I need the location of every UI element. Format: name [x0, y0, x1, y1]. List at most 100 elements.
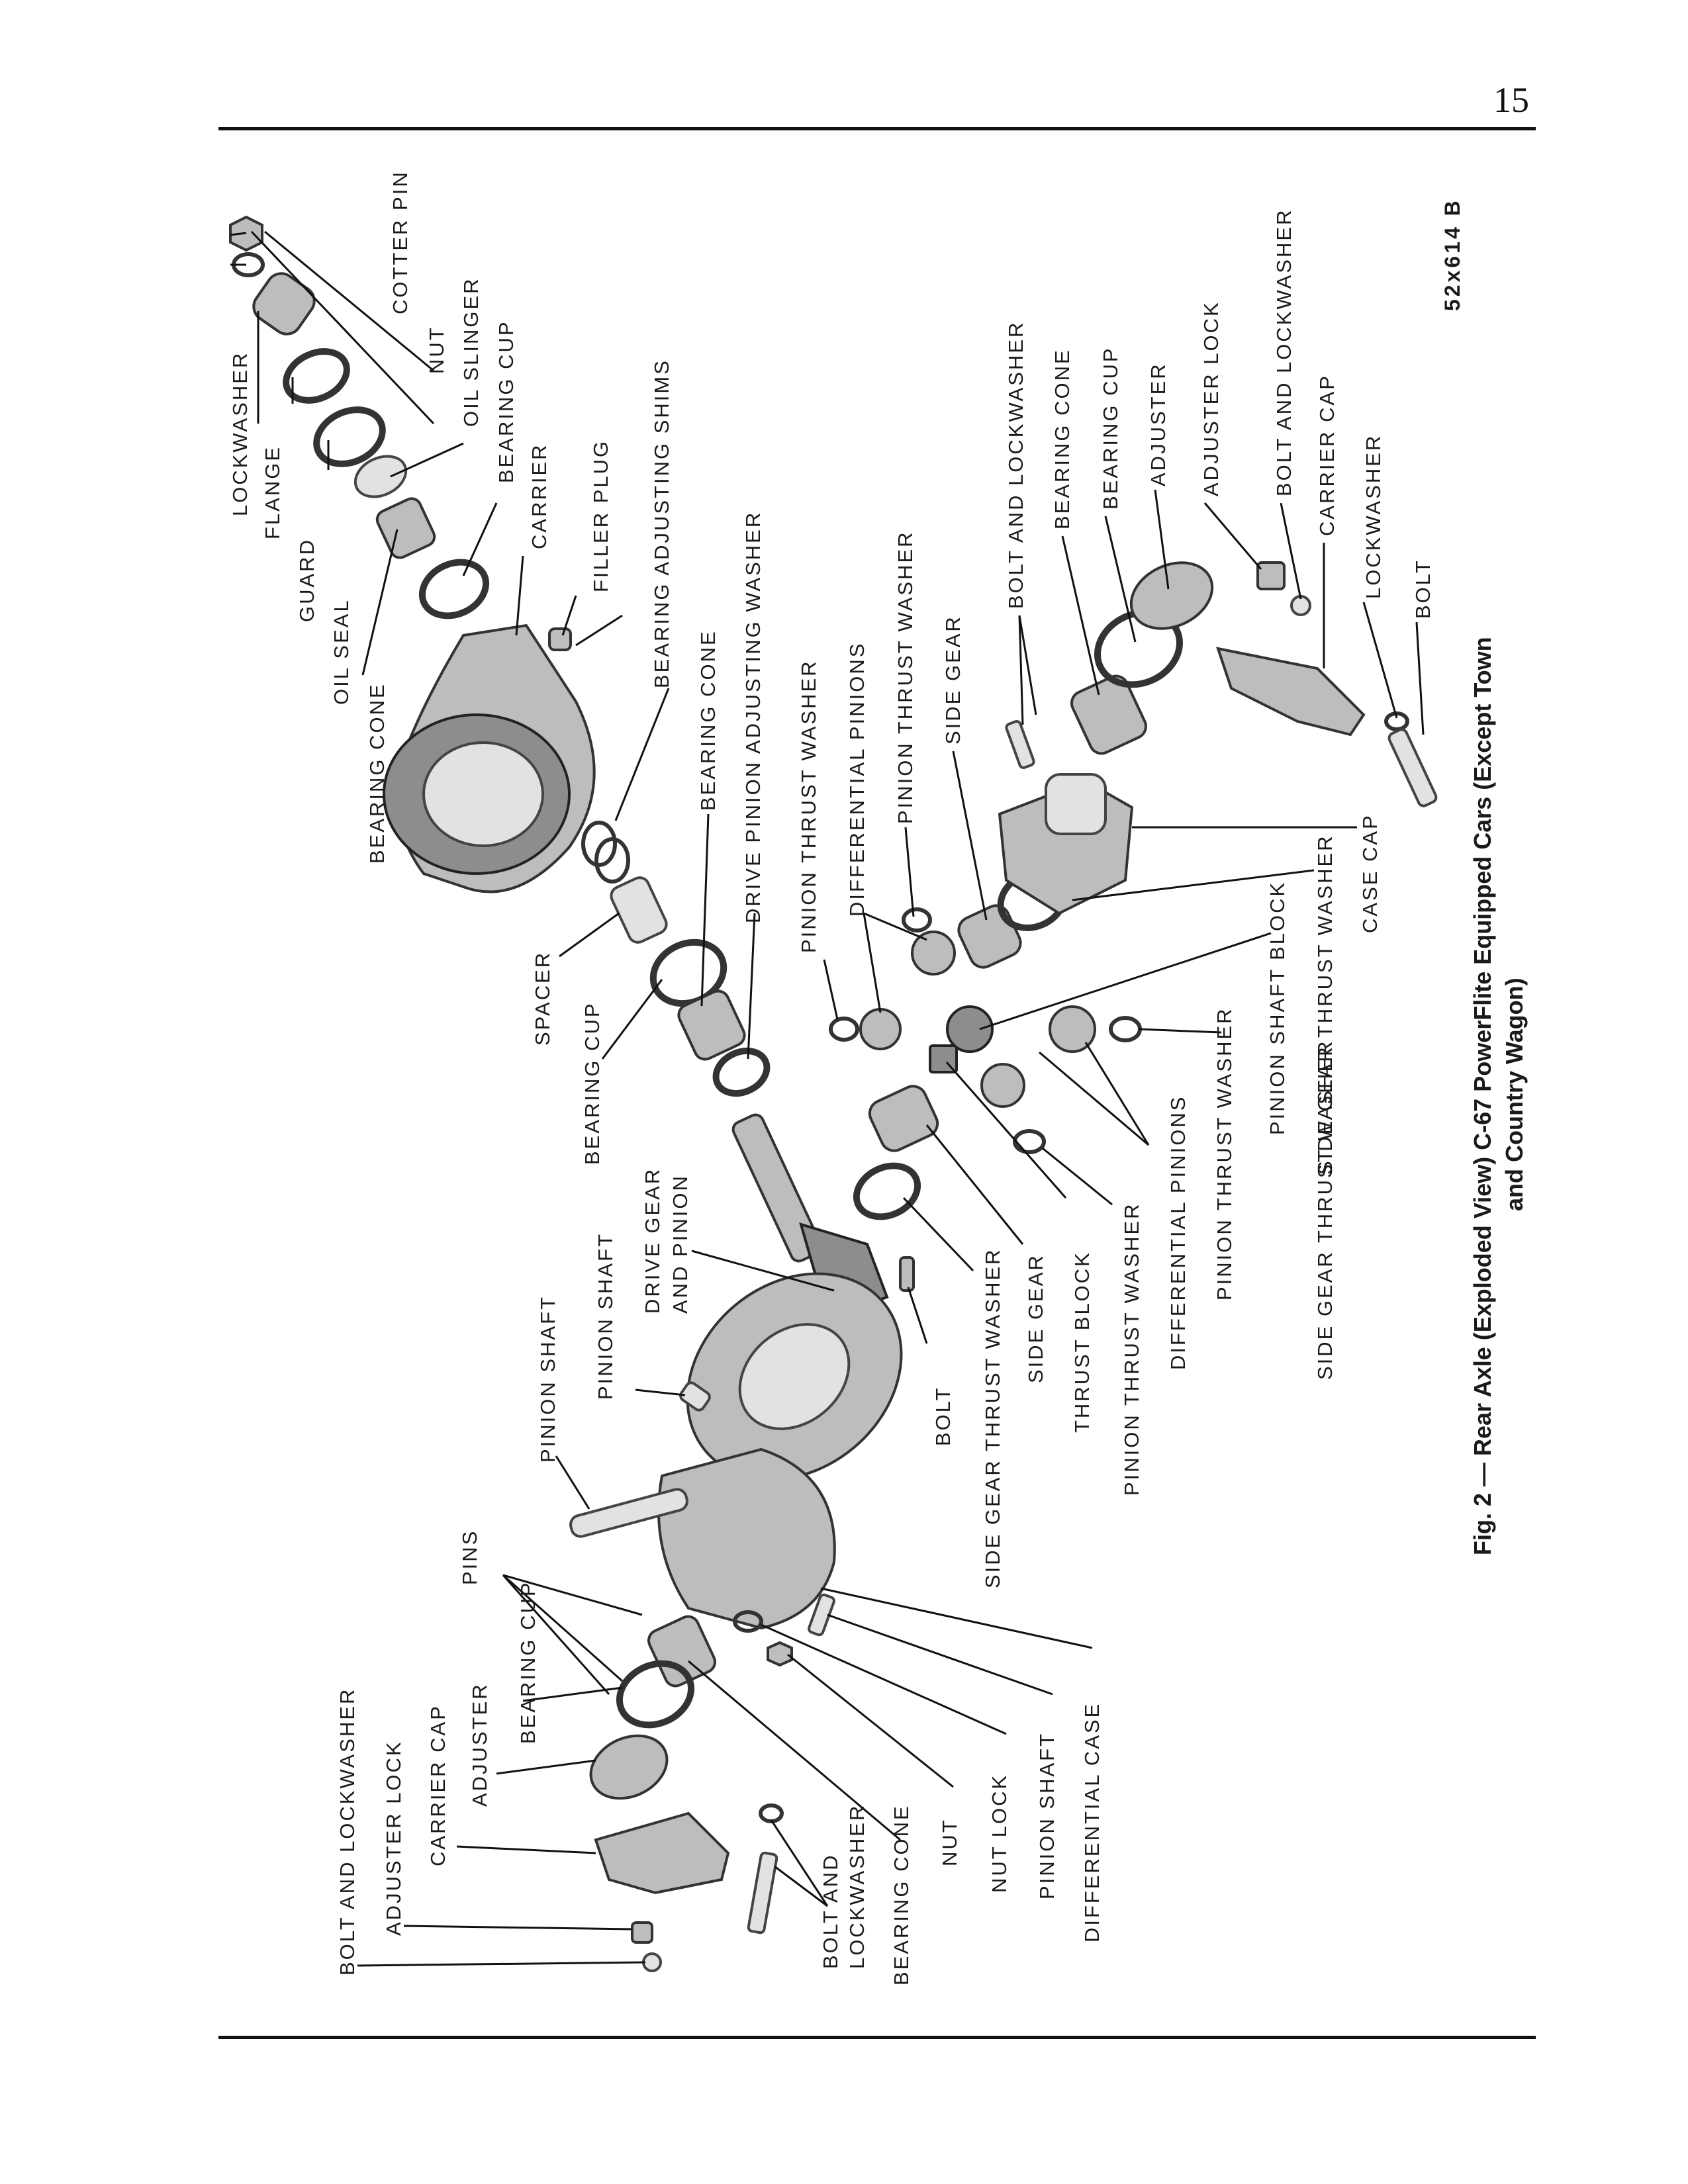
label-flange: FLANGE	[261, 445, 284, 539]
bolt-r-part	[1387, 728, 1438, 807]
figure-caption-line2: and Country Wagon)	[1501, 978, 1528, 1211]
page-number: 15	[1493, 80, 1529, 120]
label-oil-seal: OIL SEAL	[330, 598, 353, 705]
adjuster-lock-r-part	[1256, 561, 1286, 590]
differential-pinion-b-part	[911, 931, 956, 976]
spacer-part	[610, 876, 668, 944]
label-thrust-block: THRUST BLOCK	[1070, 1251, 1094, 1433]
label-bolt-and-lockwasher-r: BOLT AND LOCKWASHER	[1004, 321, 1027, 609]
adjuster-r-part	[1129, 561, 1214, 630]
pinion-thrust-washer-b-part	[902, 907, 932, 933]
label-carrier: CARRIER	[528, 443, 551, 549]
differential-pinion-lower-part	[980, 1063, 1025, 1108]
label-bearing-cone-top: BEARING CONE	[365, 682, 389, 864]
bearing-adjusting-shims-part	[581, 821, 617, 867]
figure-id: 52x614 B	[1440, 198, 1464, 311]
bearing-cone-mid-part	[677, 989, 746, 1061]
label-nut-lock: NUT LOCK	[988, 1774, 1011, 1893]
label-pinion-shaft-1: PINION SHAFT	[594, 1232, 617, 1400]
drive-pinion-adjusting-washer-part	[712, 1047, 771, 1097]
label-bearing-adjusting-shims: BEARING ADJUSTING SHIMS	[650, 359, 673, 688]
label-bearing-cone-r: BEARING CONE	[1051, 348, 1074, 529]
label-bolt-and-lockwasher-l: BOLT AND LOCKWASHER	[336, 1688, 359, 1976]
label-case-cap: CASE CAP	[1358, 813, 1382, 933]
label-guard: GUARD	[295, 538, 318, 622]
label-adjuster-l: ADJUSTER	[468, 1682, 491, 1807]
label-carrier-cap-l: CARRIER CAP	[426, 1704, 449, 1866]
label-nut-top: NUT	[425, 326, 448, 374]
label-side-gear-thrust-washer-2: SIDE GEAR THRUST WASHER	[981, 1248, 1004, 1588]
label-differential-case: DIFFERENTIAL CASE	[1080, 1702, 1103, 1942]
pinion-thrust-washer-c-part	[1109, 1016, 1142, 1042]
label-side-gear-thrust-washer-r: SIDE GEAR THRUST WASHER	[1313, 834, 1336, 1175]
label-bolt-r: BOLT	[1411, 559, 1434, 619]
adjuster-lock-l-part	[631, 1921, 653, 1944]
label-side-gear-2: SIDE GEAR	[1024, 1253, 1047, 1383]
bolt-lockwasher-r2-part	[1290, 595, 1311, 616]
bolt-lockwasher-mid-part	[747, 1851, 778, 1934]
label-bolt-and-line1: BOLT AND	[819, 1854, 842, 1969]
label-nut-l: NUT	[938, 1818, 961, 1866]
label-bolt-and-line2: LOCKWASHER	[845, 1804, 868, 1969]
footer-rule	[218, 2036, 1536, 2039]
bearing-cup-r-part	[1094, 609, 1184, 688]
label-cotter-pin: COTTER PIN	[389, 170, 412, 314]
label-bolt-and-lockwasher-r2: BOLT AND LOCKWASHER	[1272, 208, 1295, 496]
side-gear-lower-part	[868, 1085, 939, 1152]
label-differential-pinions-1: DIFFERENTIAL PINIONS	[845, 642, 868, 917]
label-adjuster-r: ADJUSTER	[1147, 362, 1170, 486]
label-bearing-cone-l: BEARING CONE	[890, 1804, 913, 1985]
label-pinion-thrust-washer-3: PINION THRUST WASHER	[1213, 1007, 1236, 1300]
label-differential-pinions-2: DIFFERENTIAL PINIONS	[1166, 1095, 1190, 1370]
ring-gear-bore	[738, 1323, 851, 1430]
bearing-cone-r-part	[1070, 674, 1147, 755]
parts-illustration	[229, 215, 1438, 1972]
pinion-thrust-washer-lower-part	[1013, 1129, 1046, 1154]
label-bearing-cone-mid: BEARING CONE	[696, 629, 720, 811]
adjuster-l-part	[589, 1734, 669, 1800]
label-filler-plug: FILLER PLUG	[589, 439, 612, 592]
label-pinion-shaft-2: PINION SHAFT	[536, 1295, 559, 1463]
pinion-thrust-washer-a-part	[829, 1017, 859, 1042]
callout-labels: LOCKWASHER FLANGE GUARD OIL SEAL BEARING…	[228, 170, 1434, 1985]
nut-lock-part	[733, 1610, 763, 1633]
nut-l-part	[767, 1641, 793, 1667]
label-drive-pinion-adjusting-washer: DRIVE PINION ADJUSTING WASHER	[741, 511, 765, 923]
carrier-opening	[422, 741, 544, 847]
differential-pinion-a-part	[859, 1008, 902, 1050]
label-pinion-thrust-washer-2: PINION THRUST WASHER	[894, 530, 917, 824]
label-carrier-cap-r: CARRIER CAP	[1315, 374, 1338, 536]
bolt-lockwasher-r-part	[1005, 720, 1035, 769]
label-pinion-shaft-block: PINION SHAFT BLOCK	[1266, 881, 1289, 1135]
label-bearing-cup-mid: BEARING CUP	[581, 1001, 604, 1165]
label-spacer: SPACER	[531, 951, 554, 1046]
label-drive-gear-line2: AND PINION	[669, 1174, 692, 1314]
header-rule	[218, 127, 1536, 130]
pin-l-part	[808, 1593, 835, 1637]
label-pinion-shaft-l: PINION SHAFT	[1035, 1732, 1058, 1899]
label-bearing-cup-top: BEARING CUP	[494, 320, 518, 483]
oil-slinger-part	[353, 455, 408, 498]
bearing-cup-top-part	[418, 559, 490, 619]
side-gear-thrust-washer-part	[853, 1162, 921, 1220]
oil-seal-part	[313, 406, 386, 467]
bearing-cone-top-part	[375, 497, 436, 559]
carrier-cap-r-part	[1216, 647, 1366, 737]
label-bearing-cup-l: BEARING CUP	[516, 1580, 539, 1744]
label-oil-slinger: OIL SLINGER	[459, 277, 483, 427]
bearing-adjusting-shims-part-2	[594, 837, 630, 884]
label-pinion-thrust-washer-4: PINION THRUST WASHER	[1120, 1202, 1143, 1496]
bolt-lockwasher-l-part	[642, 1952, 662, 1972]
leader-lines	[230, 230, 1425, 1967]
label-lockwasher-r: LOCKWASHER	[1362, 434, 1385, 599]
case-cap-hub	[1045, 773, 1107, 835]
lockwasher-mid-part	[759, 1803, 784, 1823]
side-gear-upper-part	[957, 904, 1022, 969]
filler-plug-part	[548, 627, 572, 651]
label-bearing-cup-r: BEARING CUP	[1099, 346, 1122, 510]
differential-pinion-c-part	[1049, 1005, 1096, 1053]
label-adjuster-lock-l: ADJUSTER LOCK	[382, 1740, 405, 1936]
label-bolt-mid: BOLT	[931, 1386, 955, 1446]
pinion-shaft-block-part	[946, 1005, 994, 1053]
figure-caption-line1: Fig. 2 — Rear Axle (Exploded View) C-67 …	[1469, 637, 1496, 1555]
